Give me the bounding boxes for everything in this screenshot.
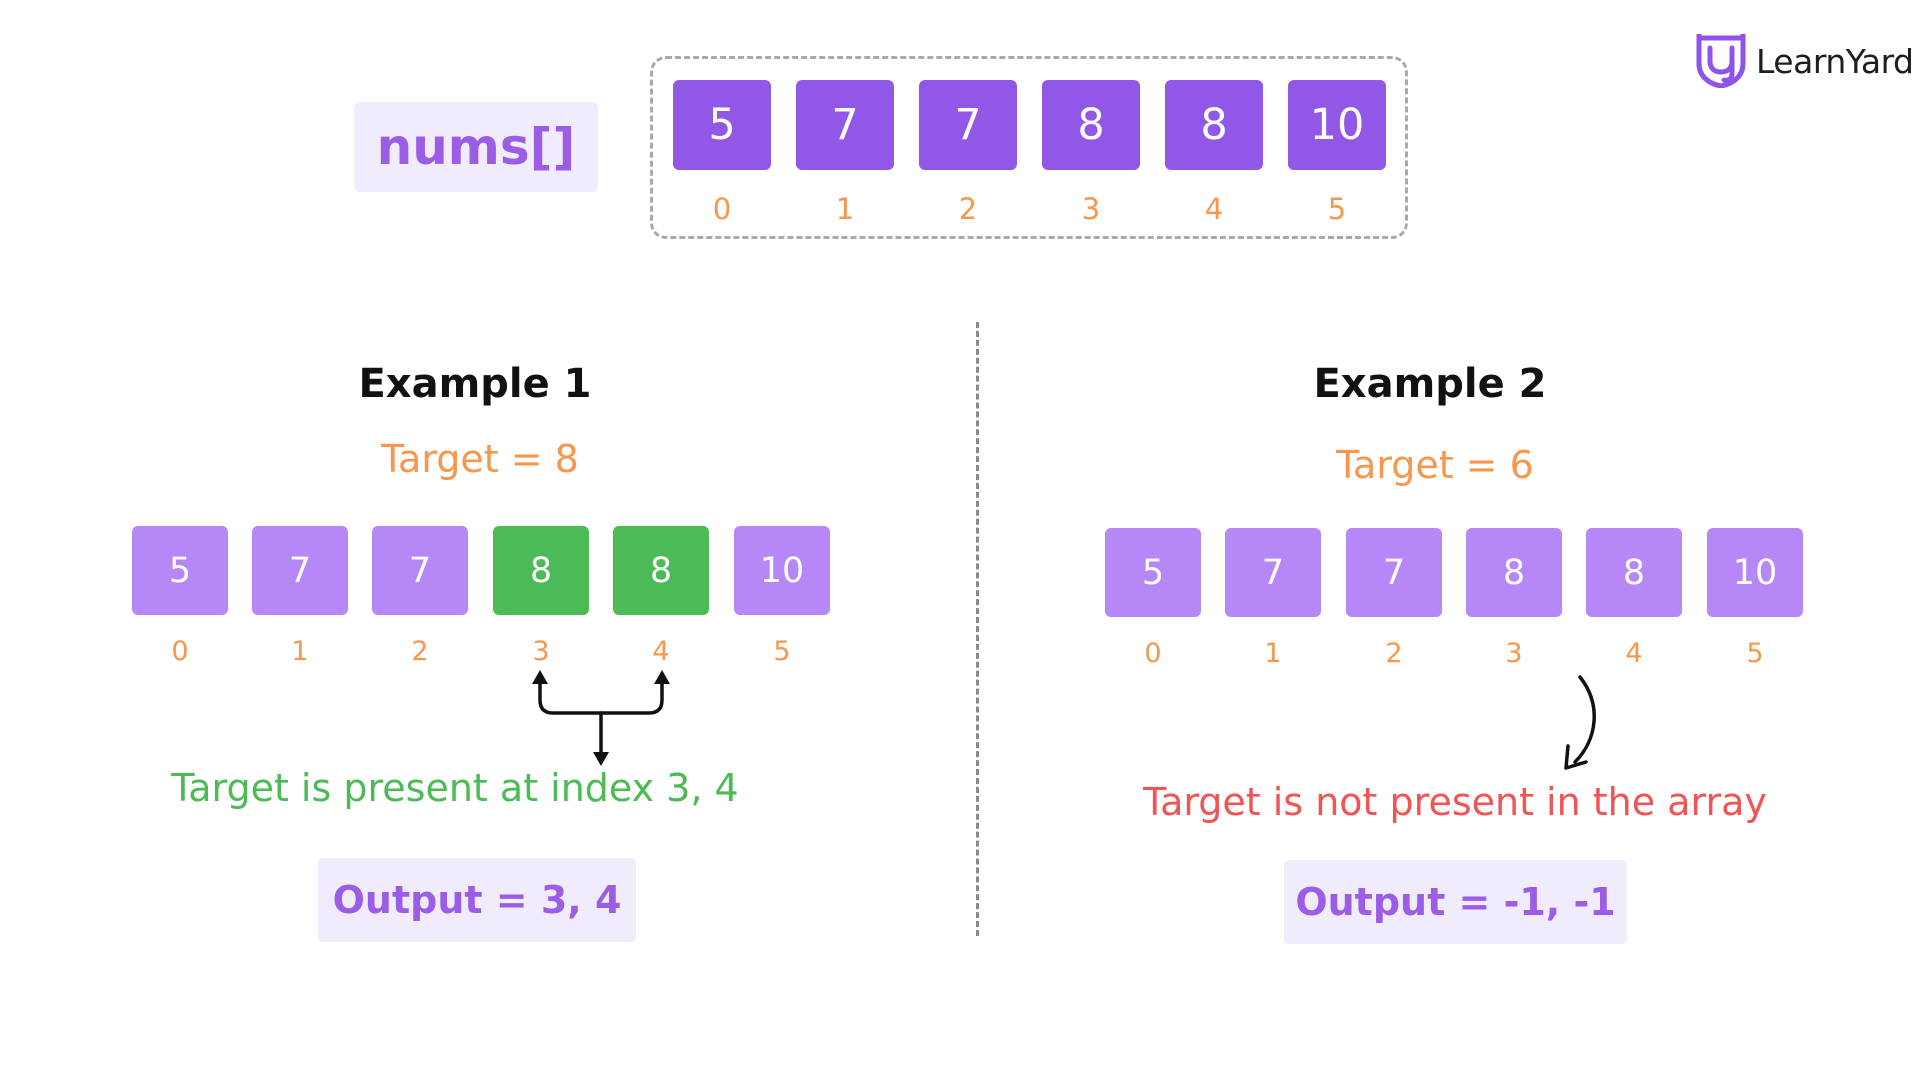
array-index: 2 [411,636,429,667]
array-index: 4 [1204,192,1224,226]
array-cell: 8 [1586,528,1682,617]
logo-text: LearnYard [1756,41,1914,81]
array-cell: 7 [919,80,1017,170]
array-index: 1 [1264,638,1282,669]
array-index: 5 [1327,192,1347,226]
learnyard-logo: LearnYard [1695,34,1914,88]
example-2-target: Target = 6 [1336,443,1534,487]
array-cell-found: 8 [493,526,589,615]
array-index: 0 [712,192,732,226]
array-cell: 10 [1707,528,1803,617]
array-cell: 10 [1288,80,1386,170]
learnyard-shield-icon [1696,34,1746,88]
array-name-label: nums[] [354,102,598,192]
array-index: 0 [1144,638,1162,669]
array-cell: 10 [734,526,830,615]
array-cell: 5 [673,80,771,170]
array-cell: 8 [1466,528,1562,617]
example-1-message: Target is present at index 3, 4 [171,766,739,810]
array-cell: 5 [132,526,228,615]
array-frame [650,56,1408,239]
array-cell: 8 [1165,80,1263,170]
array-index: 3 [1505,638,1523,669]
array-cell: 5 [1105,528,1201,617]
array-cell: 8 [1042,80,1140,170]
example-2-message: Target is not present in the array [1143,780,1767,824]
array-cell: 7 [372,526,468,615]
array-index: 5 [1746,638,1764,669]
array-cell: 7 [1225,528,1321,617]
array-index: 1 [835,192,855,226]
array-index: 0 [171,636,189,667]
array-index: 2 [1385,638,1403,669]
example-1-title: Example 1 [358,361,592,407]
array-index: 2 [958,192,978,226]
array-cell-found: 8 [613,526,709,615]
array-cell: 7 [796,80,894,170]
example-1-target: Target = 8 [381,437,579,481]
example-1-output: Output = 3, 4 [318,858,636,942]
array-cell: 7 [1346,528,1442,617]
array-index: 3 [532,636,550,667]
example-2-title: Example 2 [1313,361,1547,407]
array-index: 4 [652,636,670,667]
array-cell: 7 [252,526,348,615]
example-2-output: Output = -1, -1 [1284,860,1627,944]
array-index: 4 [1625,638,1643,669]
array-index: 1 [291,636,309,667]
array-index: 3 [1081,192,1101,226]
section-divider [976,322,979,936]
array-index: 5 [773,636,791,667]
